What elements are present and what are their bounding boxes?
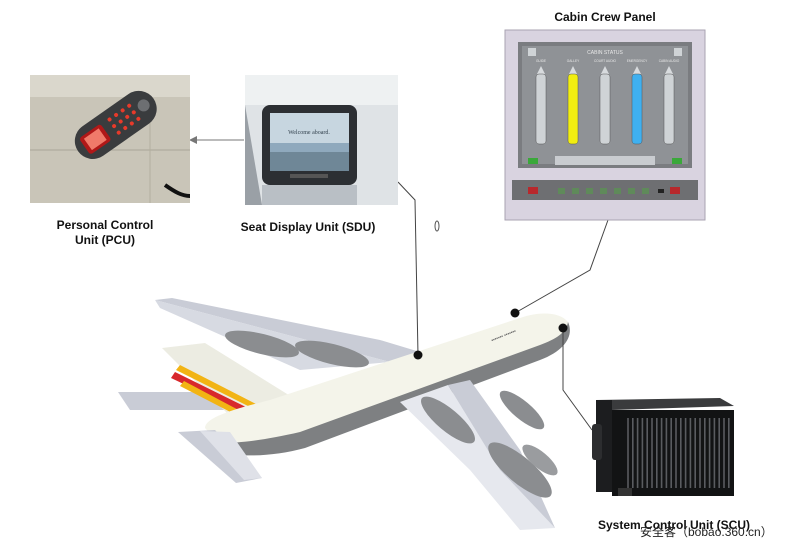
panel-column-bar: [599, 73, 611, 145]
sdu-label: Seat Display Unit (SDU): [240, 220, 376, 234]
airplane-illustration: ▪▪▪▪▪▪▪ ▪▪▪▪▪▪▪: [118, 298, 570, 530]
panel-column-bar: [663, 73, 675, 145]
panel-column-cap: [569, 66, 577, 74]
panel-column-bar: [567, 73, 579, 145]
engine: [421, 396, 475, 444]
sdu-screen-text: Welcome aboard.: [288, 130, 330, 136]
sdu-location-dot: [413, 350, 423, 360]
engine: [488, 442, 552, 498]
panel-column-label: GALLEY: [567, 59, 580, 63]
engine: [295, 340, 369, 368]
far-wing: [155, 298, 420, 362]
panel-column-label: GUIDE: [536, 59, 546, 63]
connector-lines: [189, 136, 609, 431]
pcu-photo: [30, 75, 191, 203]
pcu-label-line1: Personal Control: [56, 218, 154, 232]
panel-column-cap: [601, 66, 609, 74]
cabin-crew-panel-image: CABIN STATUS GUIDE GALLEY COURT AUDIO EMERG…: [504, 29, 706, 221]
tail-fin: [162, 343, 300, 418]
panel-column-bar: [631, 73, 643, 145]
engine: [499, 390, 545, 430]
panel-column-label: COURT AUDIO: [594, 59, 617, 63]
scu-cooling-fins: [627, 418, 730, 488]
panel-location-dot: [510, 308, 520, 318]
scu-photo: [592, 398, 734, 496]
sdu-connector: [397, 181, 419, 356]
tail-stripe-red: [171, 372, 252, 414]
watermark: 安全客（bobao.360.cn）: [640, 525, 773, 539]
panel-column-bar: [535, 73, 547, 145]
scu-label: System Control Unit (SCU): [598, 518, 751, 532]
panel-columns: GUIDE GALLEY COURT AUDIO EMERGENCY CABIN AUD…: [535, 59, 680, 145]
cursor-mark: [434, 220, 440, 232]
scu-connector: [562, 328, 593, 431]
panel-column-label: CABIN AUDIO: [659, 59, 680, 63]
cabin-crew-panel-label: Cabin Crew Panel: [554, 10, 656, 24]
fuselage: [205, 313, 569, 443]
pcu-label-line2: Unit (PCU): [75, 233, 135, 247]
scu-location-dot: [558, 323, 568, 333]
panel-connector: [514, 219, 609, 314]
sdu-photo: Welcome aboard.: [245, 75, 398, 205]
panel-column-cap: [665, 66, 673, 74]
pcu-label: Personal Control Unit (PCU): [40, 218, 170, 248]
panel-column-cap: [633, 66, 641, 74]
panel-column-label: EMERGENCY: [627, 59, 648, 63]
panel-screen-title: CABIN STATUS: [587, 50, 623, 56]
scu-chassis: [612, 410, 734, 496]
engine: [225, 330, 299, 358]
panel-column-cap: [537, 66, 545, 74]
